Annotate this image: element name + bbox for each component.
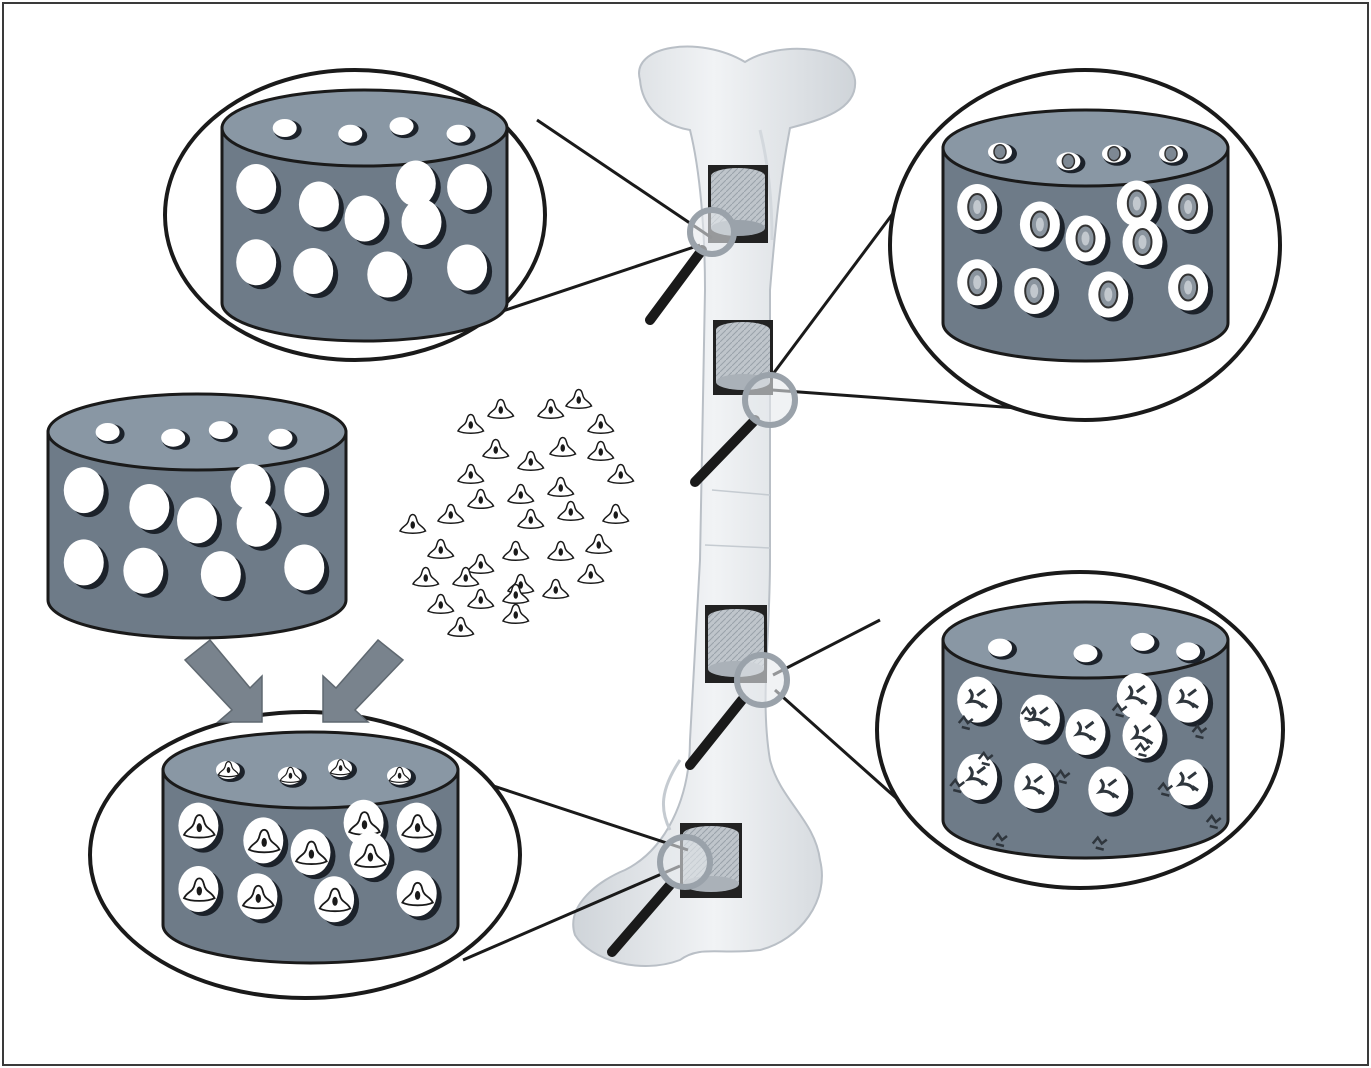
pore — [268, 429, 292, 447]
cell-icon — [543, 580, 569, 599]
vessel-lumen — [1082, 232, 1090, 246]
cell-icon — [503, 605, 529, 624]
pore — [96, 423, 120, 441]
pore — [284, 544, 324, 590]
pore — [338, 125, 362, 143]
vessel-lumen — [1184, 281, 1192, 295]
pore — [367, 252, 407, 298]
cell-icon — [508, 485, 534, 504]
cellularized-scaffold — [943, 110, 1228, 361]
cell-icon — [458, 465, 484, 484]
pore — [1168, 759, 1208, 805]
cell-icon — [548, 542, 574, 561]
scaffold-top — [48, 394, 346, 470]
down-arrow-icon — [323, 640, 403, 722]
pore — [299, 182, 339, 228]
cell-icon — [483, 440, 509, 459]
cell-icon — [608, 465, 634, 484]
pore — [293, 248, 333, 294]
cell-icon — [468, 590, 494, 609]
pore — [345, 196, 385, 242]
pore — [447, 125, 471, 143]
pore — [988, 639, 1012, 657]
cell-icon — [428, 540, 454, 559]
pore — [447, 245, 487, 291]
cell-icon — [578, 565, 604, 584]
cell-icon — [603, 505, 629, 524]
vessel-lumen — [1184, 200, 1192, 214]
vessel-icon — [994, 145, 1006, 159]
pore — [390, 117, 414, 135]
cell-icon — [566, 390, 592, 409]
pore — [64, 467, 104, 513]
cell-icon — [468, 490, 494, 509]
cell-cluster — [400, 390, 634, 637]
vessel-lumen — [1104, 288, 1112, 302]
vessel-lumen — [1030, 284, 1038, 298]
pore — [1168, 677, 1208, 723]
vessel-lumen — [1133, 197, 1141, 211]
empty-scaffold — [222, 90, 507, 341]
pore — [1066, 709, 1106, 755]
cell-icon — [538, 400, 564, 419]
cell-icon — [458, 415, 484, 434]
vessel-icon — [1165, 147, 1177, 161]
pore — [957, 754, 997, 800]
cell-icon — [428, 595, 454, 614]
pore — [402, 199, 442, 245]
cell-icon — [503, 542, 529, 561]
cell-icon — [413, 568, 439, 587]
cell-icon — [438, 505, 464, 524]
scaffold-top — [943, 602, 1228, 678]
cell-icon — [518, 452, 544, 471]
pore — [284, 467, 324, 513]
cell-icon — [400, 515, 426, 534]
pore — [1123, 713, 1163, 759]
cell-icon — [588, 415, 614, 434]
matrix-scaffold — [943, 602, 1228, 858]
cell-icon — [588, 442, 614, 461]
pore — [237, 501, 277, 547]
pore — [1014, 763, 1054, 809]
vessel-icon — [1108, 147, 1120, 161]
pore — [1074, 644, 1098, 662]
cell-icon — [468, 555, 494, 574]
scaffold-top — [943, 110, 1228, 186]
cell-icon — [548, 478, 574, 497]
cell-icon — [550, 438, 576, 457]
source-scaffold — [48, 394, 346, 638]
pore — [1117, 673, 1157, 719]
pore — [201, 551, 241, 597]
vessel-lumen — [1036, 218, 1044, 232]
pore — [396, 161, 436, 207]
cell-icon — [586, 535, 612, 554]
pore — [1131, 633, 1155, 651]
pore — [177, 497, 217, 543]
pore — [161, 429, 185, 447]
vessel-lumen — [973, 275, 981, 289]
pore — [1176, 642, 1200, 660]
scaffold-top — [163, 732, 458, 808]
pore — [236, 164, 276, 210]
vessel-icon — [1062, 154, 1074, 168]
down-arrow-icon — [185, 640, 262, 722]
vessel-lumen — [1139, 235, 1147, 249]
seeded-scaffold — [163, 732, 458, 963]
pore — [129, 484, 169, 530]
vessel-lumen — [973, 200, 981, 214]
pore — [209, 421, 233, 439]
cell-icon — [448, 618, 474, 637]
pore — [273, 119, 297, 137]
pore — [64, 539, 104, 585]
pore — [957, 677, 997, 723]
pore — [447, 164, 487, 210]
cell-icon — [558, 502, 584, 521]
pore — [236, 239, 276, 285]
cell-icon — [488, 400, 514, 419]
pore — [1088, 767, 1128, 813]
cell-icon — [518, 510, 544, 529]
pore — [123, 548, 163, 594]
